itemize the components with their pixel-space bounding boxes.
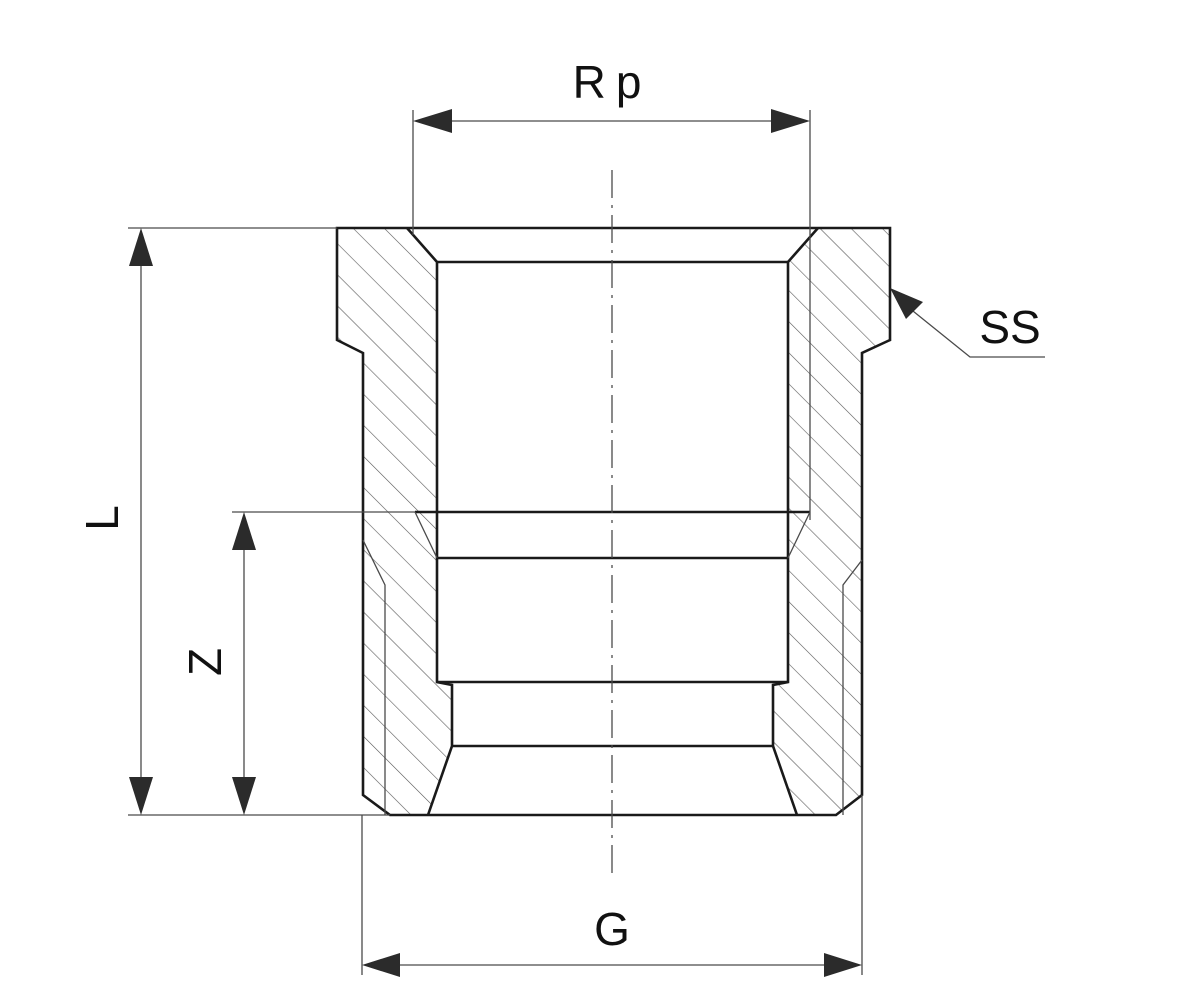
l-label: L bbox=[76, 505, 128, 531]
outer-profile bbox=[335, 226, 892, 817]
ss-leader-line bbox=[902, 302, 1045, 358]
right-wall-section bbox=[773, 228, 890, 815]
outer-thread-left bbox=[362, 539, 386, 815]
ss-label: SS bbox=[979, 301, 1040, 353]
upper-bore-right bbox=[771, 227, 819, 816]
upper-bore bbox=[406, 227, 454, 816]
rp-label: Rp bbox=[573, 56, 652, 108]
z-label: Z bbox=[179, 648, 231, 676]
outer-thread-right bbox=[842, 559, 863, 815]
g-label: G bbox=[594, 903, 630, 955]
left-wall-section bbox=[337, 228, 452, 815]
